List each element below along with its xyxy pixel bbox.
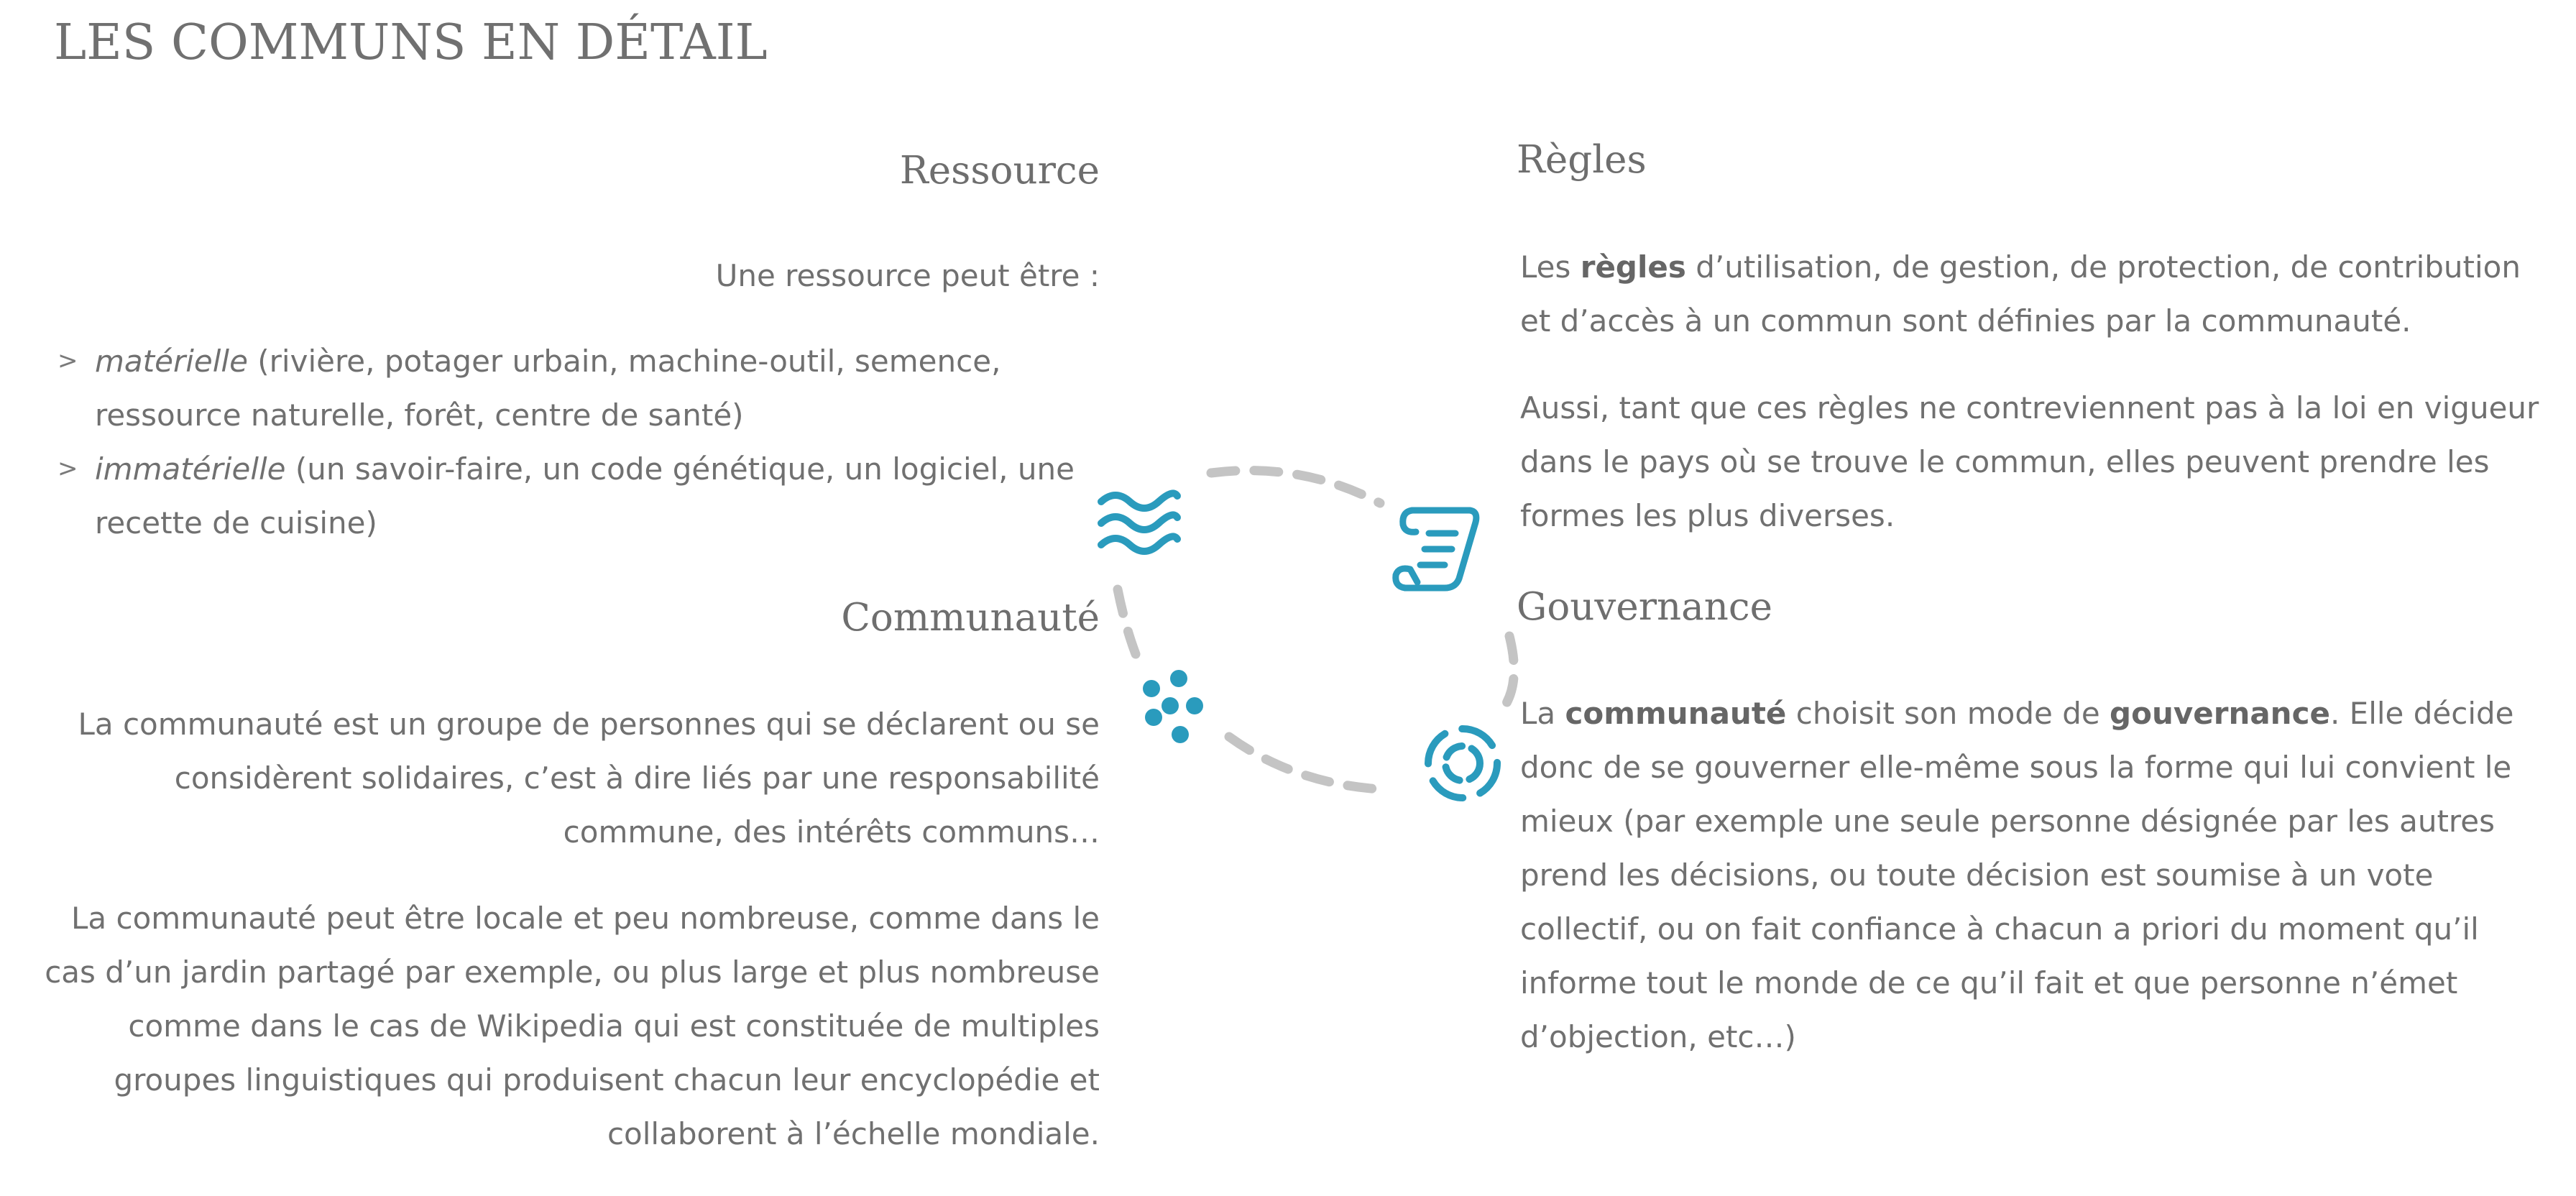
scroll-icon: [1392, 507, 1480, 592]
waves-icon: [1098, 489, 1181, 555]
ressource-intro: Une ressource peut être :: [715, 258, 1100, 293]
regles-paragraph-1: Les règles d’utilisation, de gestion, de…: [1520, 240, 2555, 348]
bold-term: gouvernance: [2110, 696, 2330, 731]
text: choisit son mode de: [1786, 696, 2110, 731]
chevron-right-icon: >: [58, 346, 78, 375]
gouvernance-paragraph: La communauté choisit son mode de gouver…: [1520, 686, 2555, 1064]
governance-circle-icon: [1425, 725, 1501, 801]
cycle-arc-bottom: [1224, 732, 1385, 794]
regles-paragraph-2: Aussi, tant que ces règles ne contrevien…: [1520, 390, 2539, 533]
page-title: LES COMMUNS EN DÉTAIL: [54, 14, 768, 71]
list-item-text: (rivière, potager urbain, machine-outil,…: [95, 344, 1001, 433]
communaute-paragraph-1: La communauté est un groupe de personnes…: [78, 707, 1100, 850]
text: La: [1520, 696, 1565, 731]
cycle-arc-right: [1501, 631, 1519, 709]
regles-heading: Règles: [1517, 138, 1647, 182]
list-item-term: matérielle: [95, 344, 248, 379]
text: . Elle décide donc de se gouverner elle-…: [1520, 696, 2514, 1054]
ressource-heading: Ressource: [899, 149, 1100, 193]
gouvernance-heading: Gouvernance: [1517, 585, 1772, 629]
chevron-right-icon: >: [58, 454, 78, 483]
list-item-text: (un savoir-faire, un code génétique, un …: [95, 451, 1075, 540]
text: Les: [1520, 249, 1581, 285]
people-dots-icon: [1143, 670, 1203, 743]
ressource-list: > matérielle (rivière, potager urbain, m…: [58, 334, 1107, 550]
bold-term: communauté: [1565, 696, 1787, 731]
list-item: > immatérielle (un savoir-faire, un code…: [58, 442, 1107, 550]
cycle-arc-left: [1113, 584, 1141, 659]
text: d’utilisation, de gestion, de protection…: [1520, 249, 2521, 339]
list-item: > matérielle (rivière, potager urbain, m…: [58, 334, 1107, 442]
bold-term: règles: [1580, 249, 1686, 285]
communaute-paragraph-2: La communauté peut être locale et peu no…: [45, 901, 1100, 1151]
commons-cycle-diagram: [1098, 466, 1519, 801]
cycle-arc-top: [1206, 466, 1385, 508]
list-item-term: immatérielle: [95, 451, 286, 487]
communaute-heading: Communauté: [841, 596, 1100, 640]
